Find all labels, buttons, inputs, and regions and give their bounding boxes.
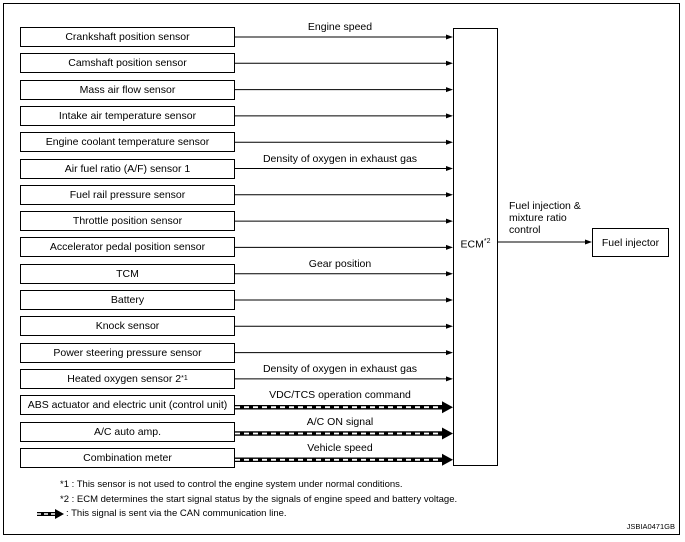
arrow-head-icon	[442, 453, 453, 466]
arrow-head-icon	[446, 113, 453, 119]
note-1: *1 : This sensor is not used to control …	[60, 479, 403, 490]
sensor-box: Throttle position sensor	[20, 211, 235, 232]
sensor-box: Accelerator pedal position sensor	[20, 237, 235, 258]
output-signal-label: Fuel injection & mixture ratio control	[509, 200, 589, 236]
signal-label: Engine speed	[307, 21, 373, 33]
signal-label: Density of oxygen in exhaust gas	[262, 152, 418, 165]
ecm-box: ECM*2	[453, 28, 498, 466]
sensor-box: Fuel rail pressure sensor	[20, 184, 235, 205]
arrow-head-icon	[446, 34, 453, 40]
arrow-head-icon	[446, 60, 453, 66]
note-3: : This signal is sent via the CAN commun…	[66, 508, 287, 519]
signal-label: A/C ON signal	[306, 415, 374, 428]
sensor-box: Crankshaft position sensor	[20, 27, 235, 47]
arrow-head-icon	[446, 244, 453, 250]
sensor-box: Mass air flow sensor	[20, 79, 235, 100]
note-2: *2 : ECM determines the start signal sta…	[60, 494, 458, 505]
figure-code: JSBIA0471GB	[626, 522, 675, 531]
sensor-box: Air fuel ratio (A/F) sensor 1	[20, 158, 235, 179]
arrow-head-icon	[442, 401, 453, 414]
signal-label: Density of oxygen in exhaust gas	[262, 362, 418, 375]
arrow-head-icon	[446, 271, 453, 277]
fuel-injector-box: Fuel injector	[592, 228, 669, 257]
output-label-line: control	[509, 224, 541, 236]
sensor-box: Engine coolant temperature sensor	[20, 132, 235, 153]
sensor-box: Combination meter	[20, 447, 235, 468]
sensor-box: TCM	[20, 263, 235, 284]
sensor-box: A/C auto amp.	[20, 421, 235, 442]
arrow-head-icon	[446, 350, 453, 356]
signal-label: VDC/TCS operation command	[269, 389, 411, 402]
arrow-head-icon	[585, 239, 592, 245]
arrow-head-icon	[446, 166, 453, 171]
signal-label: Vehicle speed	[307, 441, 373, 454]
arrow-head-icon	[442, 427, 453, 440]
arrow-head-icon	[446, 218, 453, 224]
output-label-line: mixture ratio	[509, 212, 567, 224]
sensor-box: ABS actuator and electric unit (control …	[20, 395, 235, 416]
sensor-box: Heated oxygen sensor 2*1	[20, 368, 235, 389]
diagram-frame	[3, 3, 680, 535]
arrow-head-icon	[446, 297, 453, 303]
sensor-box: Knock sensor	[20, 316, 235, 337]
arrow-head-icon	[446, 323, 453, 329]
ecm-label: ECM*2	[460, 238, 491, 251]
arrow-head-icon	[446, 87, 453, 93]
arrow-head-icon	[446, 139, 453, 145]
output-label-line: Fuel injection &	[509, 200, 581, 212]
arrow-head-icon	[446, 192, 453, 198]
can-line-legend-icon	[37, 509, 64, 519]
arrow-head-icon	[446, 376, 453, 382]
signal-label: Gear position	[308, 257, 372, 270]
sensor-box: Intake air temperature sensor	[20, 105, 235, 126]
sensor-box: Camshaft position sensor	[20, 53, 235, 74]
sensor-box: Battery	[20, 290, 235, 310]
sensor-box: Power steering pressure sensor	[20, 342, 235, 363]
